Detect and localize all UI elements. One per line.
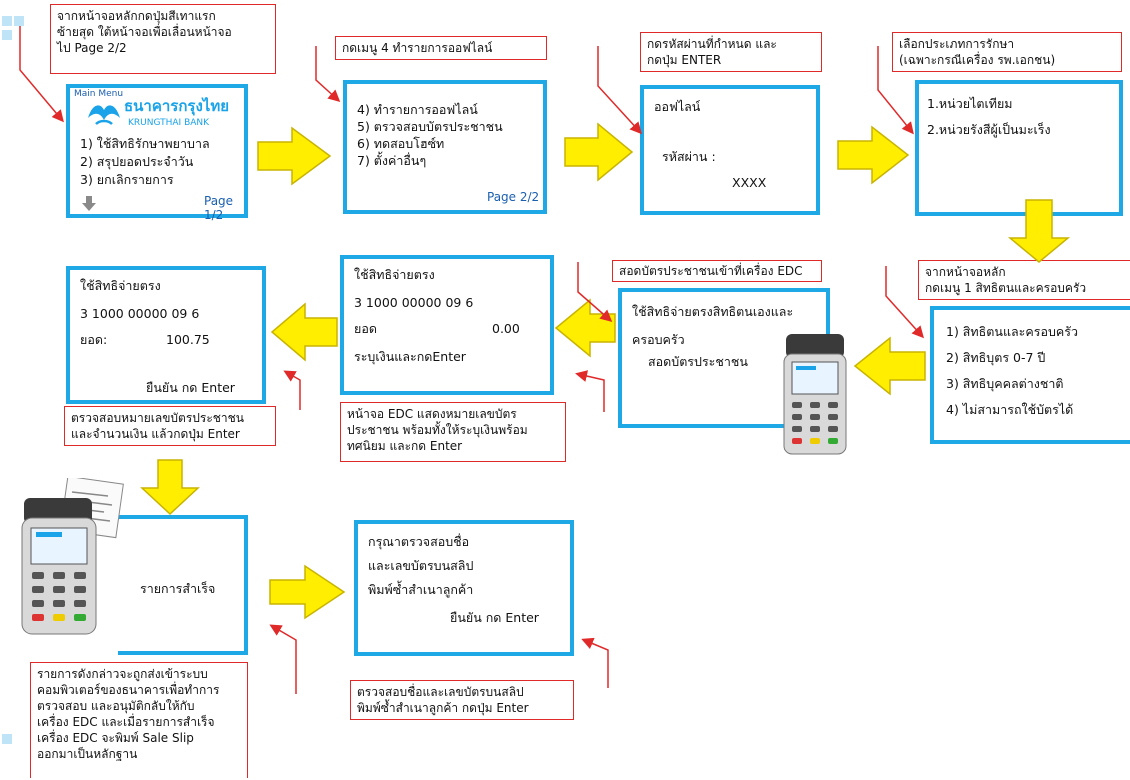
- pointer-line: [19, 16, 64, 123]
- instruction-note: ตรวจสอบหมายเลขบัตรประชาชน และจำนวนเงิน แ…: [64, 406, 276, 446]
- pointer-line: [269, 624, 297, 694]
- amount-value: 100.75: [166, 332, 210, 347]
- flow-arrow-right: [257, 126, 332, 186]
- pointer-line: [597, 46, 643, 135]
- pointer-line: [283, 370, 301, 410]
- offline-title: ออฟไลน์: [654, 99, 701, 114]
- password-value: XXXX: [732, 175, 767, 190]
- flow-arrow-down: [1007, 199, 1071, 263]
- amount-label: ยอด: [354, 321, 377, 336]
- menu-item: 3) ยกเลิกรายการ: [80, 172, 174, 187]
- pointer-line: [877, 46, 914, 135]
- bank-name-thai: ธนาคารกรุงไทย: [124, 97, 230, 115]
- amount-label: ยอด:: [80, 332, 108, 347]
- screen-treatment-type: 1.หน่วยไตเทียม 2.หน่วยรังสีผู้เป็นมะเร็ง: [915, 80, 1123, 216]
- screen-main-menu-page2: 4) ทำรายการออฟไลน์ 5) ตรวจสอบบัตรประชาชน…: [343, 80, 547, 214]
- instruction-note: จากหน้าจอหลัก กดเมนู 1 สิทธิตนและครอบครั…: [918, 260, 1130, 300]
- pointer-line: [885, 266, 925, 339]
- amount-prompt: ระบุเงินและกดEnter: [354, 349, 466, 364]
- flow-arrow-right: [564, 122, 634, 182]
- success-text: รายการสำเร็จ: [140, 581, 216, 596]
- rights-option: 1) สิทธิตนและครอบครัว: [946, 324, 1079, 339]
- flow-arrow-left: [270, 302, 338, 362]
- flow-arrow-left: [853, 336, 926, 396]
- menu-item: 1) ใช้สิทธิรักษาพยาบาล: [80, 136, 210, 151]
- treatment-option: 1.หน่วยไตเทียม: [927, 96, 1013, 111]
- direct-pay-title: ใช้สิทธิจ่ายตรง: [80, 278, 161, 293]
- pointer-line: [315, 46, 341, 103]
- menu-item: 6) ทดสอบโฮซ์ท: [357, 136, 445, 151]
- main-menu-header: Main Menu: [74, 89, 124, 99]
- instruction-note: กดเมนู 4 ทำรายการออฟไลน์: [335, 36, 547, 60]
- instruction-note: เลือกประเภทการรักษา (เฉพาะกรณีเครื่อง รพ…: [892, 32, 1122, 72]
- confirm-prompt: ยืนยัน กด Enter: [450, 610, 539, 625]
- direct-pay-title: ใช้สิทธิจ่ายตรง: [354, 267, 435, 282]
- instruction-note: รายการดังกล่าวจะถูกส่งเข้าระบบ คอมพิวเตอ…: [30, 662, 248, 778]
- flow-arrow-left: [554, 298, 616, 358]
- instruction-note: กดรหัสผ่านที่กำหนด และ กดปุ่ม ENTER: [640, 32, 822, 72]
- instruction-note: ตรวจสอบชื่อและเลขบัตรบนสลิป พิมพ์ซ้ำสำเน…: [350, 680, 574, 720]
- flow-arrow-right: [269, 564, 346, 620]
- bank-logo: ธนาคารกรุงไทย KRUNGTHAI BANK: [84, 98, 244, 130]
- citizen-id: 3 1000 00000 09 6: [354, 295, 474, 310]
- insert-card-prompt: สอดบัตรประชาชน: [648, 354, 748, 369]
- menu-item: 5) ตรวจสอบบัตรประชาชน: [357, 119, 503, 134]
- pointer-line: [575, 370, 605, 412]
- screen-transaction-success: รายการสำเร็จ: [118, 515, 248, 655]
- flow-arrow-down: [140, 459, 200, 516]
- screen-amount-entry: ใช้สิทธิจ่ายตรง 3 1000 00000 09 6 ยอด 0.…: [340, 255, 554, 395]
- amount-value: 0.00: [492, 321, 520, 336]
- direct-pay-title: ใช้สิทธิจ่ายตรงสิทธิตนเองและ: [632, 304, 794, 319]
- rights-option: 3) สิทธิบุคคลต่างชาติ: [946, 376, 1064, 391]
- slip-check-line: กรุณาตรวจสอบชื่อ: [368, 534, 470, 549]
- screen-rights-menu: 1) สิทธิตนและครอบครัว 2) สิทธิบุตร 0-7 ป…: [930, 306, 1130, 444]
- edc-terminal-icon: [783, 334, 847, 455]
- menu-item: 4) ทำรายการออฟไลน์: [357, 102, 478, 117]
- screen-slip-check: กรุณาตรวจสอบชื่อ และเลขบัตรบนสลิป พิมพ์ซ…: [354, 520, 574, 656]
- menu-item: 7) ตั้งค่าอื่นๆ: [357, 153, 427, 168]
- instruction-note: จากหน้าจอหลักกดปุ่มสีเทาแรก ซ้ายสุด ใต้ห…: [50, 4, 276, 74]
- slip-check-line: และเลขบัตรบนสลิป: [368, 558, 474, 573]
- instruction-note: หน้าจอ EDC แสดงหมายเลขบัตร ประชาชน พร้อม…: [340, 402, 566, 462]
- krungthai-bird-icon: [88, 105, 120, 125]
- screen-confirm-amount: ใช้สิทธิจ่ายตรง 3 1000 00000 09 6 ยอด: 1…: [66, 266, 266, 404]
- page-indicator: Page 2/2: [487, 190, 540, 204]
- rights-option: 4) ไม่สามารถใช้บัตรได้: [946, 402, 1074, 417]
- bank-name-english: KRUNGTHAI BANK: [128, 118, 210, 128]
- flow-arrow-right: [837, 125, 910, 185]
- password-label: รหัสผ่าน :: [662, 149, 716, 164]
- edc-terminal-with-slip-icon: [21, 478, 124, 635]
- menu-item: 2) สรุปยอดประจำวัน: [80, 154, 194, 169]
- rights-option: 2) สิทธิบุตร 0-7 ปี: [946, 350, 1046, 365]
- pointer-line: [577, 262, 613, 322]
- page-indicator: Page 1/2: [204, 194, 234, 222]
- instruction-note: สอดบัตรประชาชนเข้าที่เครื่อง EDC: [612, 260, 822, 282]
- direct-pay-title-cont: ครอบครัว: [632, 332, 685, 347]
- screen-main-menu-page1: Main Menu ธนาคารกรุงไทย KRUNGTHAI BANK 1…: [66, 84, 248, 222]
- screen-offline-password: ออฟไลน์ รหัสผ่าน : XXXX: [640, 85, 820, 215]
- pointer-line: [581, 637, 609, 688]
- down-arrow-icon: [82, 196, 96, 211]
- citizen-id: 3 1000 00000 09 6: [80, 306, 200, 321]
- treatment-option: 2.หน่วยรังสีผู้เป็นมะเร็ง: [927, 122, 1051, 137]
- slip-check-line: พิมพ์ซ้ำสำเนาลูกค้า: [368, 582, 474, 597]
- confirm-prompt: ยืนยัน กด Enter: [146, 380, 235, 395]
